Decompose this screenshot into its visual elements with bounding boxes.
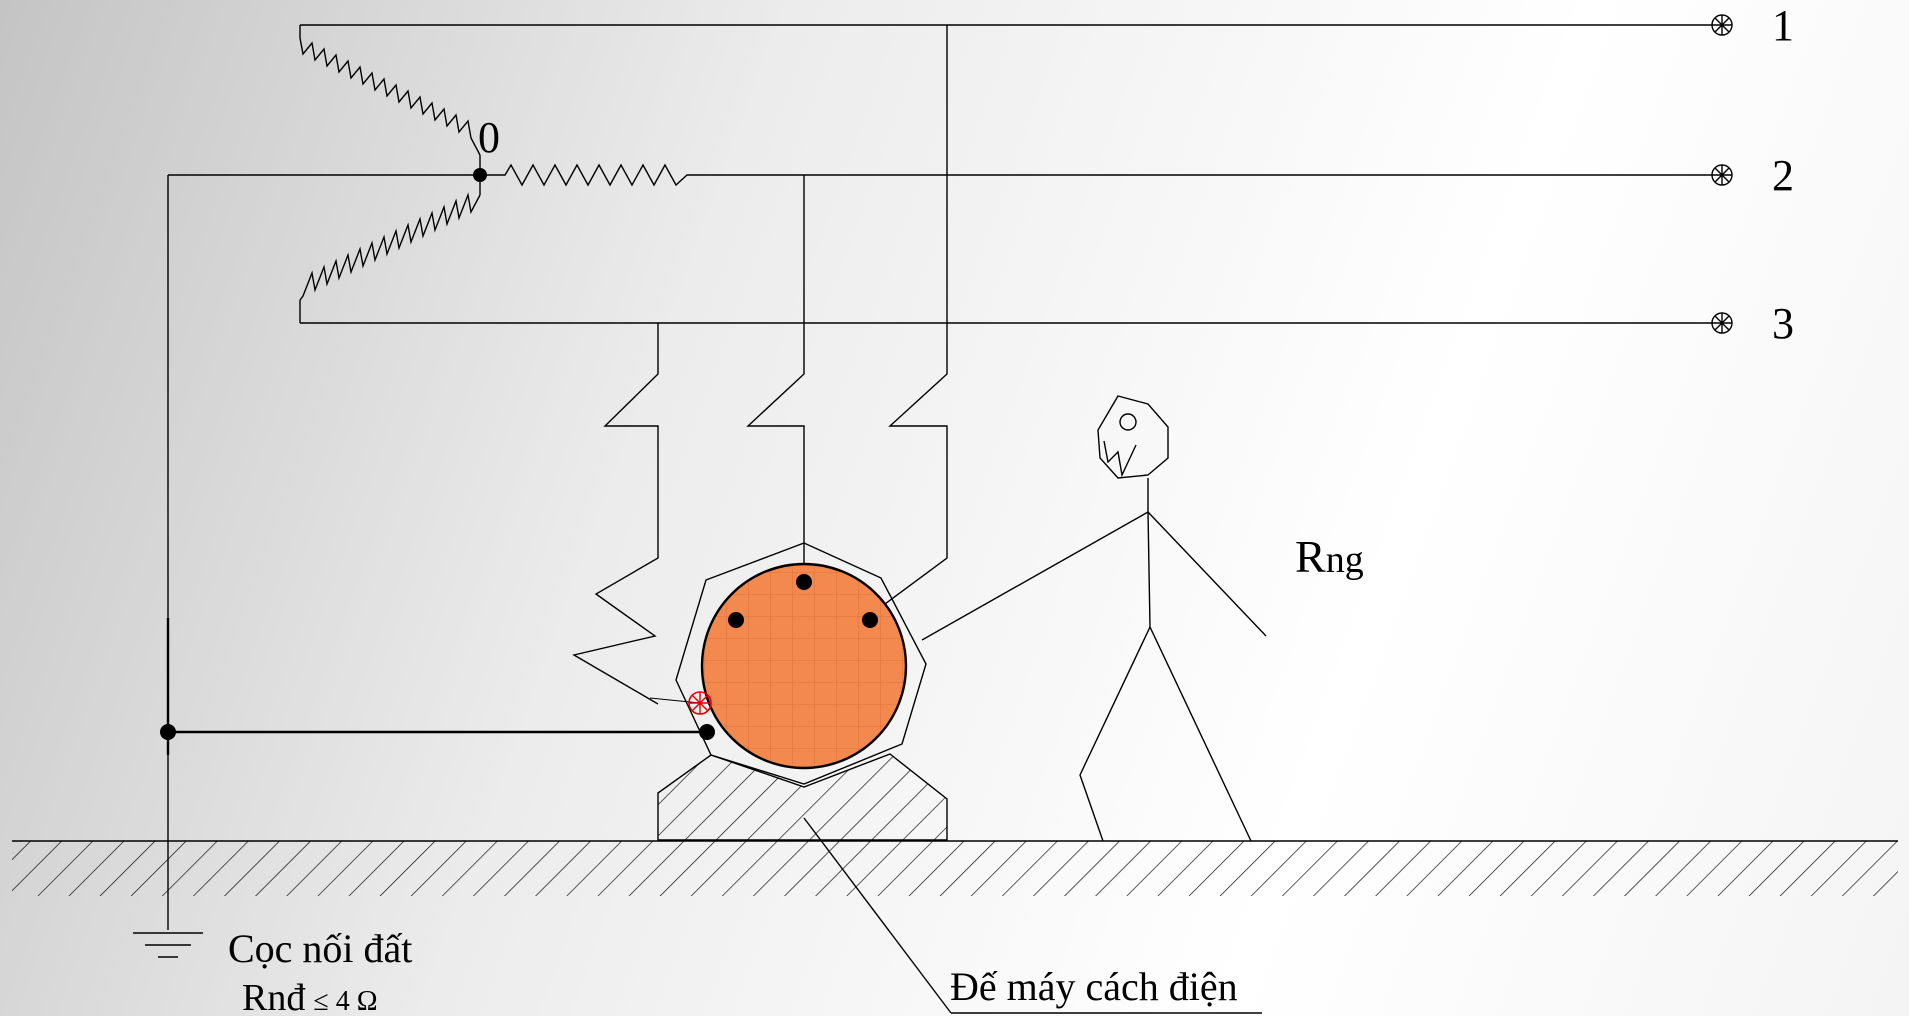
- neutral-label: 0: [478, 113, 500, 162]
- neutral-ground-wire: [166, 174, 480, 930]
- supply-lead-3: [884, 25, 948, 605]
- person-resistance-label: Rng: [1295, 531, 1364, 582]
- ground-surface: [12, 840, 1898, 896]
- terminal-2: [1711, 164, 1733, 186]
- supply-lead-1: [572, 323, 659, 705]
- winding-upper: [299, 25, 481, 156]
- phase-label-3: 3: [1772, 299, 1794, 348]
- ground-rod-title: Cọc nối đất: [228, 926, 412, 971]
- terminal-1: [1711, 14, 1733, 36]
- insulating-base: [657, 753, 948, 841]
- motor-housing: [675, 542, 927, 785]
- base-label-group: Đế máy cách điện: [803, 817, 1262, 1014]
- base-label: Đế máy cách điện: [950, 964, 1238, 1009]
- winding-middle: [480, 163, 692, 187]
- ground-rod-resistance: Rnđ≤ 4 Ω: [242, 977, 378, 1016]
- phase-label-2: 2: [1772, 151, 1794, 200]
- person-figure: [921, 395, 1267, 842]
- phase-label-1: 1: [1772, 1, 1794, 50]
- winding-lower: [299, 192, 481, 323]
- supply-lead-2: [746, 175, 805, 582]
- fault-point: [649, 691, 712, 715]
- earth-wire-to-frame: [160, 724, 715, 740]
- motor-stator: [700, 562, 908, 770]
- ground-rod-label: Cọc nối đất Rnđ≤ 4 Ω: [228, 926, 412, 1016]
- svg-text:Rng: Rng: [1295, 531, 1364, 582]
- terminal-3: [1711, 312, 1733, 334]
- motor-terminals: [728, 574, 878, 628]
- ground-symbol: [133, 932, 203, 958]
